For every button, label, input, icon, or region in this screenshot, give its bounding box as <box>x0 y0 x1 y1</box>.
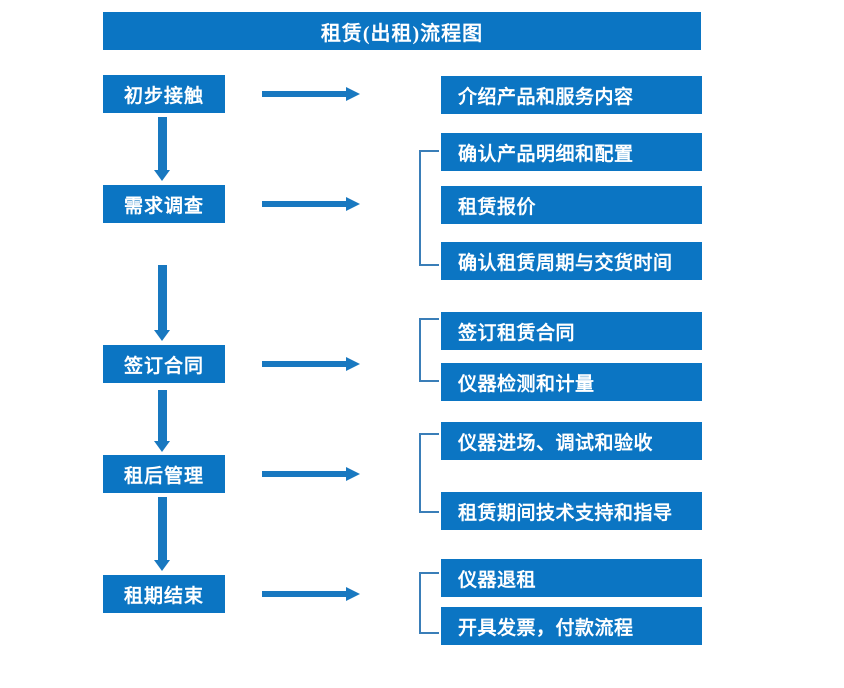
detail-box-confirm-lease-period-delivery[interactable]: 确认租赁周期与交货时间 <box>441 242 702 280</box>
arrow-head-icon <box>154 441 170 452</box>
arrow-shaft <box>158 390 167 441</box>
arrow-shaft <box>158 117 167 170</box>
detail-box-confirm-product-details-config[interactable]: 确认产品明细和配置 <box>441 133 702 171</box>
down-arrow-contract-to-management <box>154 390 170 452</box>
arrow-head-icon <box>346 357 360 371</box>
detail-box-instrument-return[interactable]: 仪器退租 <box>441 559 702 597</box>
group-bracket-post-lease-management <box>419 433 439 513</box>
group-bracket-needs-survey <box>419 150 439 266</box>
detail-box-introduce-products-services[interactable]: 介绍产品和服务内容 <box>441 76 702 114</box>
stage-box-lease-end[interactable]: 租期结束 <box>103 575 225 613</box>
group-bracket-lease-end <box>419 572 439 634</box>
arrow-shaft <box>262 471 348 477</box>
stage-box-needs-survey[interactable]: 需求调查 <box>103 185 225 223</box>
detail-box-instrument-entry-debug-acceptance[interactable]: 仪器进场、调试和验收 <box>441 422 702 460</box>
detail-box-sign-lease-contract[interactable]: 签订租赁合同 <box>441 312 702 350</box>
arrow-shaft <box>158 497 167 560</box>
right-arrow-sign-contract <box>262 356 362 372</box>
down-arrow-management-to-end <box>154 497 170 571</box>
arrow-head-icon <box>346 587 360 601</box>
arrow-head-icon <box>346 197 360 211</box>
down-arrow-contact-to-survey <box>154 117 170 181</box>
arrow-head-icon <box>154 560 170 571</box>
stage-box-initial-contact[interactable]: 初步接触 <box>103 75 225 113</box>
detail-box-invoice-payment-process[interactable]: 开具发票，付款流程 <box>441 607 702 645</box>
right-arrow-post-lease-management <box>262 466 362 482</box>
arrow-shaft <box>262 91 348 97</box>
arrow-head-icon <box>154 330 170 341</box>
detail-box-lease-period-technical-support[interactable]: 租赁期间技术支持和指导 <box>441 492 702 530</box>
right-arrow-lease-end <box>262 586 362 602</box>
detail-box-instrument-inspection-metering[interactable]: 仪器检测和计量 <box>441 363 702 401</box>
group-bracket-sign-contract <box>419 318 439 382</box>
arrow-shaft <box>158 265 167 330</box>
right-arrow-needs-survey <box>262 196 362 212</box>
down-arrow-survey-to-contract <box>154 265 170 341</box>
diagram-title: 租赁(出租)流程图 <box>103 12 701 50</box>
stage-box-sign-contract[interactable]: 签订合同 <box>103 345 225 383</box>
right-arrow-initial-contact <box>262 86 362 102</box>
arrow-head-icon <box>154 170 170 181</box>
arrow-shaft <box>262 361 348 367</box>
stage-box-post-lease-management[interactable]: 租后管理 <box>103 455 225 493</box>
arrow-shaft <box>262 201 348 207</box>
detail-box-lease-quotation[interactable]: 租赁报价 <box>441 186 702 224</box>
arrow-head-icon <box>346 467 360 481</box>
arrow-head-icon <box>346 87 360 101</box>
arrow-shaft <box>262 591 348 597</box>
